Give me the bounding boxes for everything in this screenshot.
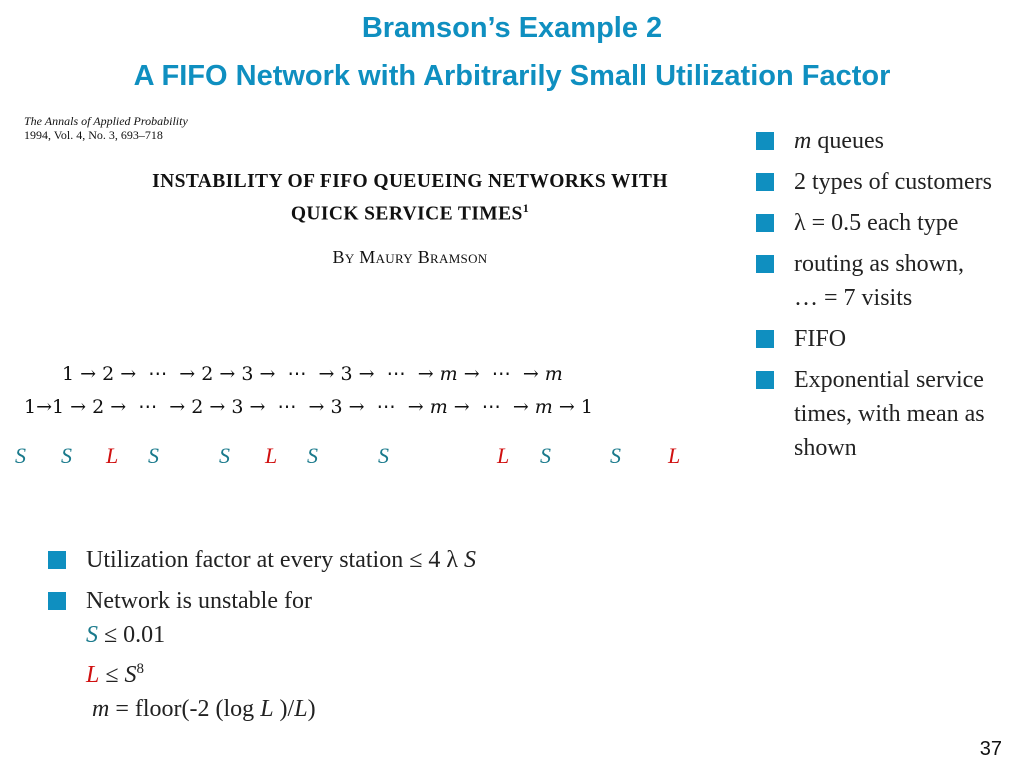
bullet-arrival-rate: λ = 0.5 each type xyxy=(756,206,1024,240)
var-m: m xyxy=(92,696,110,722)
bullet-square-icon xyxy=(756,371,774,389)
var-L: L xyxy=(294,696,308,722)
relation-L: ≤ xyxy=(99,662,125,688)
service-label: S xyxy=(61,443,72,468)
bullet-service-times: Exponential service times, with mean as … xyxy=(756,363,1024,465)
bullet-text: λ = 0.5 each type xyxy=(794,210,959,236)
var-S: S xyxy=(124,662,137,688)
formula-part: = floor(-2 (log xyxy=(109,696,261,722)
paper-title-line1: INSTABILITY OF FIFO QUEUEING NETWORKS WI… xyxy=(152,171,668,192)
paper-title: INSTABILITY OF FIFO QUEUEING NETWORKS WI… xyxy=(60,168,760,228)
service-label: S xyxy=(219,443,230,468)
routing-line-1: 1 → 2 → ⋯ → 2 → 3 → ⋯ → 3 → ⋯ → m → ⋯ → … xyxy=(62,363,563,385)
page-number: 37 xyxy=(979,738,1002,760)
bullet-text: FIFO xyxy=(794,326,847,352)
slide-title-line1: Bramson’s Example 2 xyxy=(361,12,663,44)
service-label: L xyxy=(497,443,510,468)
formula-part: ) xyxy=(307,696,316,722)
slide-title-line2: A FIFO Network with Arbitrarily Small Ut… xyxy=(133,60,891,92)
bullet-square-icon xyxy=(756,330,774,348)
result-bullets: Utilization factor at every station ≤ 4 … xyxy=(48,543,648,733)
bullet-text: Network is unstable for xyxy=(86,588,312,614)
var-S: S xyxy=(464,547,477,573)
bullet-text: … = 7 visits xyxy=(794,285,913,311)
service-label: L xyxy=(668,443,681,468)
paper-title-line2-wrap: QUICK SERVICE TIMES1 xyxy=(60,195,760,228)
service-label: S xyxy=(15,443,26,468)
bullet-square-icon xyxy=(48,592,66,610)
bullet-utilization: Utilization factor at every station ≤ 4 … xyxy=(48,543,648,577)
bullet-queues: m queues xyxy=(756,124,1024,158)
service-label: L xyxy=(106,443,119,468)
service-label: S xyxy=(307,443,318,468)
model-bullets: m queues 2 types of customers λ = 0.5 ea… xyxy=(756,124,1024,472)
bullet-square-icon xyxy=(756,132,774,150)
var-m: m xyxy=(794,128,812,154)
paper-title-line2: QUICK SERVICE TIMES xyxy=(290,203,523,225)
bullet-text: Utilization factor at every station ≤ 4 … xyxy=(86,547,465,573)
paper-author: By Maury Bramson xyxy=(332,247,488,267)
var-L: L xyxy=(86,662,100,688)
service-label: S xyxy=(148,443,159,468)
bullet-square-icon xyxy=(48,551,66,569)
bullet-text: queues xyxy=(811,128,884,154)
bullet-fifo: FIFO xyxy=(756,322,1024,356)
var-L: L xyxy=(260,696,274,722)
bullet-square-icon xyxy=(756,173,774,191)
paper-title-footnote: 1 xyxy=(522,201,530,215)
service-label: L xyxy=(265,443,278,468)
bullet-text: Exponential service times, with mean as … xyxy=(794,367,985,461)
exponent: 8 xyxy=(136,661,145,677)
journal-volume: 1994, Vol. 4, No. 3, 693–718 xyxy=(24,128,163,142)
bullet-customer-types: 2 types of customers xyxy=(756,165,1024,199)
bullet-text: routing as shown, xyxy=(794,251,964,277)
service-label: S xyxy=(540,443,551,468)
bullet-square-icon xyxy=(756,214,774,232)
service-label: S xyxy=(378,443,389,468)
var-S: S xyxy=(86,622,98,648)
bullet-routing: routing as shown, … = 7 visits xyxy=(756,247,1024,315)
journal-name: The Annals of Applied Probability xyxy=(24,114,188,128)
routing-line-2: 1→1 → 2 → ⋯ → 2 → 3 → ⋯ → 3 → ⋯ → m → ⋯ … xyxy=(24,396,593,418)
bullet-square-icon xyxy=(756,255,774,273)
service-label: S xyxy=(610,443,621,468)
condition-S: ≤ 0.01 xyxy=(98,622,166,648)
formula-part: )/ xyxy=(273,696,295,722)
bullet-text: 2 types of customers xyxy=(794,169,992,195)
